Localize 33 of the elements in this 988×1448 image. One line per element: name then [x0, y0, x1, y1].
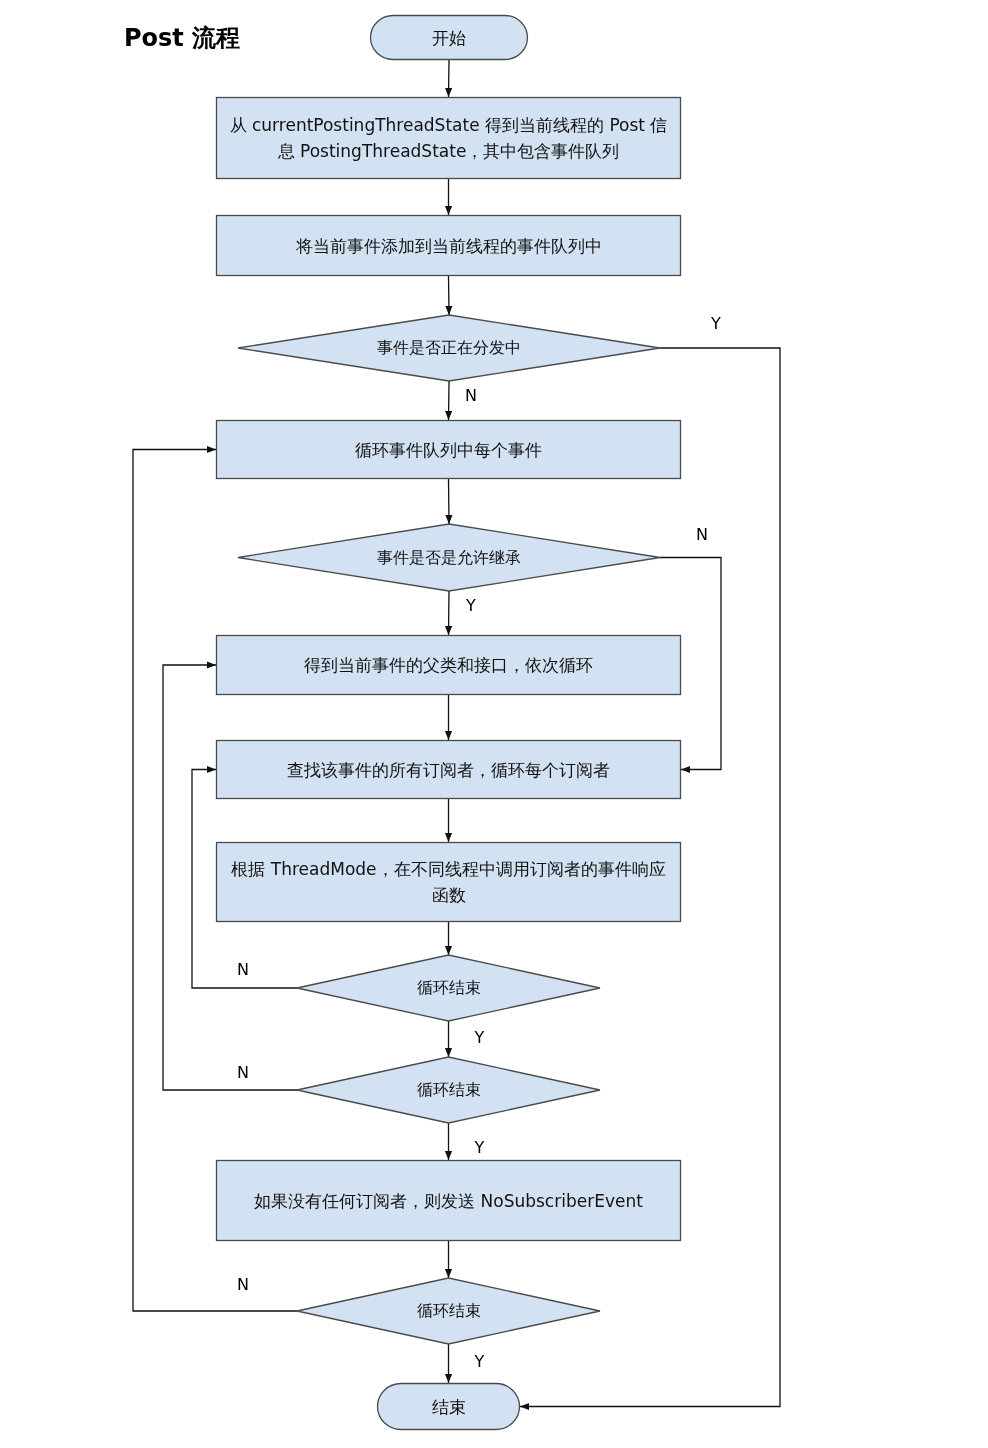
- arrow: [445, 275, 453, 316]
- decision-diamond: 事件是否是允许继承: [238, 524, 660, 591]
- process-box: 从 currentPostingThreadState 得到当前线程的 Post 信息 PostingThreadState，其中包含事件队列: [216, 97, 681, 179]
- process-box: 如果没有任何订阅者，则发送 NoSubscriberEvent: [216, 1160, 681, 1241]
- arrow: [444, 1240, 453, 1279]
- decision-diamond: 循环结束: [297, 1057, 600, 1123]
- decision-diamond: 循环结束: [297, 1278, 600, 1344]
- arrow: [132, 445, 298, 1312]
- process-box: 循环事件队列中每个事件: [216, 420, 681, 479]
- terminal-box: 结束: [377, 1383, 520, 1430]
- decision-diamond: 事件是否正在分发中: [238, 315, 660, 381]
- process-box: 根据 ThreadMode，在不同线程中调用订阅者的事件响应函数: [216, 842, 681, 922]
- terminal-box: 开始: [370, 15, 528, 60]
- arrow: [445, 478, 453, 525]
- arrow: [445, 380, 453, 421]
- diagram-title: Post 流程: [124, 23, 241, 54]
- process-box: 查找该事件的所有订阅者，循环每个订阅者: [216, 740, 681, 799]
- arrow: [444, 798, 453, 843]
- arrow: [162, 661, 298, 1091]
- arrow: [444, 1020, 453, 1058]
- arrow: [444, 178, 453, 216]
- process-box: 将当前事件添加到当前线程的事件队列中: [216, 215, 681, 276]
- arrow: [444, 694, 453, 741]
- arrow: [519, 347, 781, 1411]
- process-box: 得到当前事件的父类和接口，依次循环: [216, 635, 681, 695]
- arrow: [444, 1343, 453, 1384]
- arrow: [445, 59, 453, 98]
- decision-diamond: 循环结束: [297, 955, 600, 1021]
- arrow: [444, 921, 453, 956]
- arrow: [191, 765, 298, 989]
- arrow: [445, 590, 453, 636]
- arrow: [444, 1122, 453, 1161]
- arrow: [659, 556, 722, 774]
